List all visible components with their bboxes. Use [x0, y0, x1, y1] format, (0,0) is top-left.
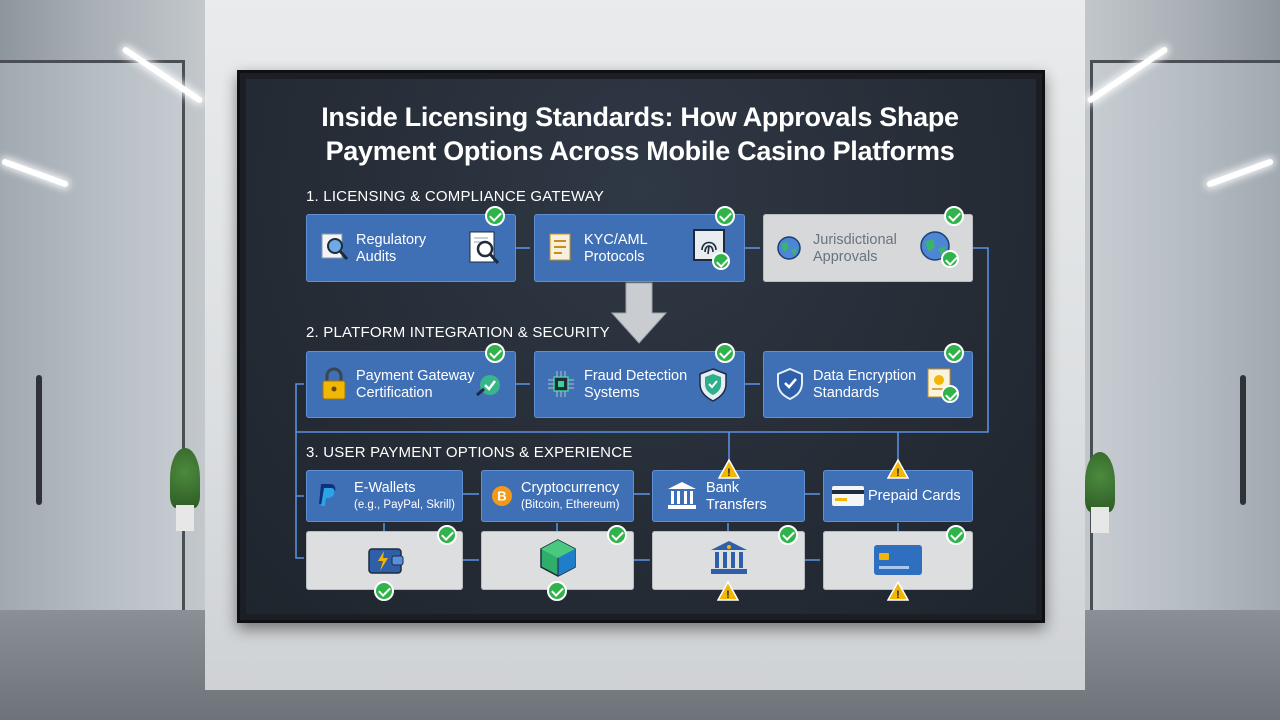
left-office-room [0, 0, 205, 720]
down-arrow-icon [610, 282, 668, 344]
approved-check-icon [946, 525, 966, 545]
approved-check-icon [712, 252, 730, 270]
section-heading-user-payments: 3. USER PAYMENT OPTIONS & EXPERIENCE [306, 444, 633, 461]
svg-text:!: ! [896, 467, 900, 479]
magnifier-document-icon [321, 233, 349, 260]
lock-icon [322, 367, 346, 400]
potted-plant [170, 448, 200, 508]
plant-pot [176, 505, 194, 531]
approved-check-icon [715, 343, 735, 363]
card-label: Prepaid Cards [868, 488, 961, 504]
card-prepaid-cards: Prepaid Cards [823, 470, 973, 522]
card-icon [832, 486, 864, 506]
approved-check-icon [485, 343, 505, 363]
checklist-icon [549, 233, 571, 261]
svg-text:!: ! [727, 467, 731, 479]
left-glass-partition [0, 60, 185, 620]
wall-display [237, 70, 1045, 623]
approved-check-icon [944, 343, 964, 363]
globe-icon [777, 236, 801, 260]
shield-icon [699, 368, 727, 402]
warning-icon: ! [718, 459, 740, 479]
left-door-handle [36, 375, 42, 505]
approved-check-icon [715, 206, 735, 226]
bank-icon [711, 541, 747, 574]
card-label: E-Wallets (e.g., PayPal, Skrill) [354, 480, 455, 511]
approved-check-icon [547, 581, 567, 601]
right-office-room [1080, 0, 1280, 720]
right-door-handle [1240, 375, 1246, 505]
blockchain-cube-icon [540, 539, 576, 577]
display-panel [246, 79, 1036, 614]
card-label: Cryptocurrency (Bitcoin, Ethereum) [521, 480, 620, 511]
svg-text:!: ! [726, 589, 730, 601]
connector-arrow [295, 496, 304, 559]
approved-check-icon [374, 581, 394, 601]
section-heading-licensing: 1. LICENSING & COMPLIANCE GATEWAY [306, 188, 605, 205]
approved-check-icon [944, 206, 964, 226]
potted-plant [1085, 452, 1115, 512]
approved-check-icon [778, 525, 798, 545]
approved-check-icon [941, 385, 959, 403]
diagram-title-line-2: Payment Options Across Mobile Casino Pla… [325, 136, 955, 166]
right-glass-partition [1090, 60, 1280, 620]
card-e-wallets: E-Wallets (e.g., PayPal, Skrill) [306, 470, 463, 522]
shield-check-icon [777, 367, 803, 401]
approved-check-icon [941, 250, 959, 268]
svg-text:B: B [497, 489, 506, 504]
approved-check-icon [437, 525, 457, 545]
warning-icon: ! [887, 581, 909, 601]
warning-icon: ! [717, 581, 739, 601]
tile-cryptocurrency [481, 531, 634, 590]
warning-icon: ! [887, 459, 909, 479]
diagram-title-line-1: Inside Licensing Standards: How Approval… [321, 102, 959, 132]
paypal-icon [319, 484, 336, 506]
connector-arrow [295, 383, 304, 432]
card-cryptocurrency: B Cryptocurrency (Bitcoin, Ethereum) [481, 470, 634, 522]
connector-loop [296, 247, 989, 433]
search-document-icon [469, 231, 500, 264]
plant-pot [1091, 507, 1109, 533]
wallet-icon [368, 548, 404, 574]
verified-stamp-icon [476, 375, 500, 397]
svg-text:!: ! [896, 589, 900, 601]
approved-check-icon [485, 206, 505, 226]
chip-icon [548, 371, 574, 397]
bank-icon [668, 482, 696, 509]
bitcoin-icon: B [492, 486, 512, 506]
approved-check-icon [607, 525, 627, 545]
card-icon [874, 545, 922, 575]
connector-arrow [295, 432, 304, 497]
section-heading-platform: 2. PLATFORM INTEGRATION & SECURITY [306, 324, 610, 341]
